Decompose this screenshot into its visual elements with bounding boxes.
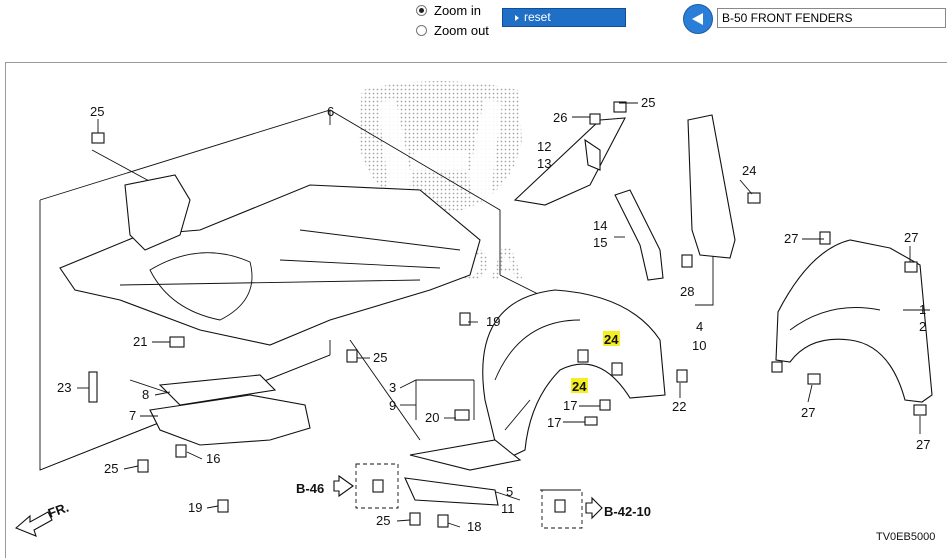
callout-27-d[interactable]: 27: [916, 437, 930, 452]
callout-23[interactable]: 23: [57, 380, 71, 395]
zoom-out-option[interactable]: Zoom out: [416, 21, 489, 39]
callout-11[interactable]: 11: [501, 501, 515, 516]
callout-27-c[interactable]: 27: [801, 405, 815, 420]
callout-26[interactable]: 26: [553, 110, 567, 125]
zoom-out-radio[interactable]: [416, 24, 427, 36]
callout-25-c[interactable]: 25: [373, 350, 387, 365]
callout-15[interactable]: 15: [593, 235, 607, 250]
callout-22[interactable]: 22: [672, 399, 686, 414]
callout-21[interactable]: 21: [133, 334, 147, 349]
callout-4[interactable]: 4: [696, 319, 703, 334]
part-fender-inner-panel[interactable]: [687, 114, 736, 259]
section-ref-b42-10[interactable]: B-42-10: [585, 496, 651, 520]
callout-labels: 25 6 26 25 12 13 24 14 15 27 27 28 4 10 …: [57, 95, 930, 534]
highlight-24-b: [603, 331, 620, 346]
back-arrow-button[interactable]: [683, 4, 713, 34]
zoom-out-label: Zoom out: [434, 22, 489, 38]
section-ref-b46-label[interactable]: B-46: [296, 481, 324, 496]
reset-button[interactable]: reset: [502, 8, 626, 27]
fastener-bolts: [88, 101, 927, 528]
reset-label: reset: [524, 10, 551, 24]
callout-19-b[interactable]: 19: [188, 500, 202, 515]
callout-25-e[interactable]: 25: [376, 513, 390, 528]
zoom-in-option[interactable]: Zoom in: [416, 1, 481, 19]
ref-box-b46: [355, 463, 399, 509]
part-front-fender[interactable]: [775, 239, 933, 403]
callout-17-a[interactable]: 17: [563, 398, 577, 413]
callout-16[interactable]: 16: [206, 451, 220, 466]
highlight-24-c: [571, 378, 588, 393]
front-direction-label: FR.: [46, 500, 71, 521]
callout-20[interactable]: 20: [425, 410, 439, 425]
callout-24-c[interactable]: 24: [572, 379, 587, 394]
callout-13[interactable]: 13: [537, 156, 551, 171]
part-fender-bracket[interactable]: [513, 117, 626, 206]
callout-25-d[interactable]: 25: [104, 461, 118, 476]
callout-12[interactable]: 12: [537, 139, 551, 154]
callout-27-b[interactable]: 27: [904, 230, 918, 245]
zoom-in-radio[interactable]: [416, 4, 427, 16]
callout-7[interactable]: 7: [129, 408, 136, 423]
leader-lines: [77, 102, 930, 528]
callout-28[interactable]: 28: [680, 284, 694, 299]
callout-14[interactable]: 14: [593, 218, 607, 233]
part-fender-seal[interactable]: [614, 189, 664, 281]
part-side-cover[interactable]: [149, 374, 311, 446]
callout-17-b[interactable]: 17: [547, 415, 561, 430]
callout-9[interactable]: 9: [389, 398, 396, 413]
callout-8[interactable]: 8: [142, 387, 149, 402]
drawing-code: TV0EB5000: [876, 531, 935, 543]
callout-18[interactable]: 18: [467, 519, 481, 534]
zoom-in-label: Zoom in: [434, 2, 481, 18]
callout-2[interactable]: 2: [919, 319, 926, 334]
ref-box-b42: [541, 489, 583, 529]
part-splash-guard[interactable]: [404, 477, 499, 506]
callout-25-a[interactable]: 25: [90, 104, 104, 119]
section-ref-b46[interactable]: B-46: [296, 474, 354, 498]
callout-6[interactable]: 6: [327, 104, 334, 119]
callout-3[interactable]: 3: [389, 380, 396, 395]
play-arrow-icon: [515, 14, 519, 21]
callout-19-a[interactable]: 19: [486, 314, 500, 329]
callout-24-b[interactable]: 24: [604, 332, 619, 347]
diagram-frame: [5, 62, 947, 558]
callout-5[interactable]: 5: [506, 484, 513, 499]
section-title-field[interactable]: B-50 FRONT FENDERS: [717, 8, 946, 28]
callout-24-a[interactable]: 24: [742, 163, 756, 178]
part-undercover[interactable]: [59, 174, 481, 346]
callout-27-a[interactable]: 27: [784, 231, 798, 246]
callout-10[interactable]: 10: [692, 338, 706, 353]
section-ref-b42-10-label[interactable]: B-42-10: [604, 504, 651, 519]
front-direction-arrow-icon: FR.: [14, 500, 71, 537]
callout-1[interactable]: 1: [919, 302, 926, 317]
callout-25-b[interactable]: 25: [641, 95, 655, 110]
